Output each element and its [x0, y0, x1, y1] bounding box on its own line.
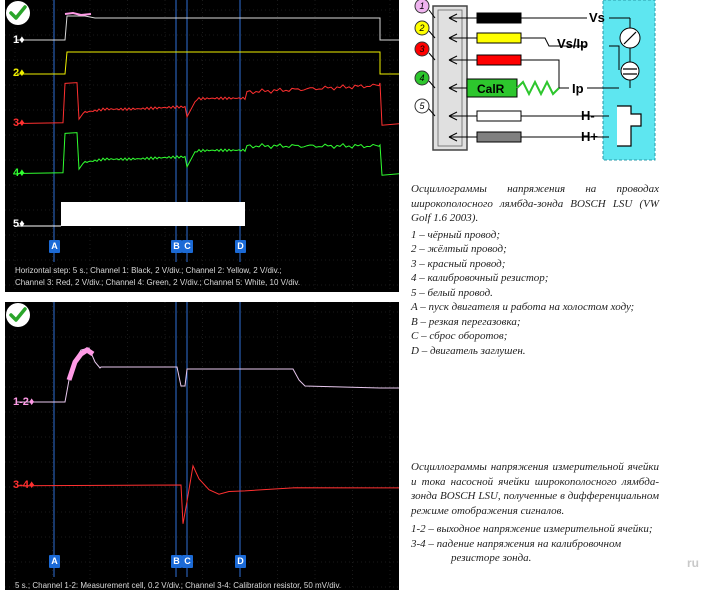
lambda-sensor-wiring-diagram: 1 2 3 4 5 CalR Vs Vs/Ip Ip H- [414, 0, 656, 161]
caption-1-item: C – сброс оборотов; [411, 330, 508, 342]
caption-1-item: B – резкая перегазовка; [411, 315, 521, 328]
trace-ch3-4 [16, 464, 399, 524]
trace-ch5-block [61, 202, 245, 226]
caption-2: Осциллограммы напряжения измерительной я… [411, 460, 659, 566]
caption-2-title: Осциллограммы напряжения измерительной я… [411, 461, 659, 517]
svg-text:5: 5 [419, 101, 425, 111]
oscilloscope-panel-1: 1♦ 2♦ 3♦ 4♦ 5♦ A B C D Horizontal step: … [5, 0, 399, 292]
pin-circles: 1 2 3 4 5 [414, 0, 430, 114]
marker-c: C [182, 555, 193, 568]
marker-a: A [49, 555, 60, 568]
scope1-traces [5, 0, 399, 292]
caption-1-item: 2 – жёлтый провод; [411, 243, 507, 255]
marker-c: C [182, 240, 193, 253]
svg-text:4: 4 [419, 73, 424, 83]
caption-1-item: 5 – белый провод. [411, 286, 493, 299]
marker-b: B [171, 555, 182, 568]
connector-block [432, 5, 468, 151]
trace-ch4 [16, 132, 399, 176]
wire-black [476, 12, 522, 24]
watermark: ru [687, 556, 699, 570]
caption-1-title: Осциллограммы напряжения на проводах шир… [411, 183, 659, 224]
svg-text:CalR: CalR [477, 82, 505, 96]
svg-text:H-: H- [581, 108, 595, 123]
capacitor-icon [620, 61, 640, 81]
trace-ch1-spike [64, 11, 92, 17]
scope2-traces [5, 302, 399, 590]
channel-1-2-label: 1-2♦ [13, 396, 35, 408]
wire-gray [476, 131, 522, 143]
marker-b: B [171, 240, 182, 253]
trace-ch1 [17, 15, 399, 41]
heater-icon [617, 105, 642, 147]
resistor-zigzag [516, 79, 560, 97]
wire-yellow [476, 32, 522, 44]
scope1-footer-line2: Channel 3: Red, 2 V/div.; Channel 4: Gre… [15, 278, 301, 287]
marker-d: D [235, 555, 246, 568]
channel-1-label: 1♦ [13, 34, 25, 46]
checkmark-icon [6, 303, 30, 327]
scope2-footer: 5 s.; Channel 1-2: Measurement cell, 0.2… [15, 581, 342, 590]
wire-red [476, 54, 522, 66]
marker-d: D [235, 240, 246, 253]
wire-white [476, 110, 522, 122]
caption-2-item: 3-4 – падение напряжения на калибровочно… [411, 537, 622, 565]
trace-ch2 [17, 51, 399, 75]
marker-a: A [49, 240, 60, 253]
scope1-footer-line1: Horizontal step: 5 s.; Channel 1: Black,… [15, 266, 282, 275]
caption-1-item: 4 – калибровочный резистор; [411, 272, 549, 284]
channel-3-4-label: 3-4♦ [13, 479, 35, 491]
channel-5-label: 5♦ [13, 218, 25, 230]
svg-text:H+: H+ [581, 129, 598, 144]
caption-1-item: D – двигатель заглушен. [411, 344, 526, 357]
channel-3-label: 3♦ [13, 117, 25, 129]
svg-text:Vs: Vs [589, 10, 605, 25]
svg-text:1: 1 [419, 1, 424, 11]
svg-text:Vs/Ip: Vs/Ip [557, 36, 588, 51]
svg-text:2: 2 [418, 23, 424, 33]
oscilloscope-panel-2: 1-2♦ 3-4♦ A B C D 5 s.; Channel 1-2: Mea… [5, 302, 399, 590]
channel-2-label: 2♦ [13, 67, 25, 79]
caption-1-item: 3 – красный провод; [411, 257, 506, 270]
channel-4-label: 4♦ [13, 167, 25, 179]
caption-1: Осциллограммы напряжения на проводах шир… [411, 182, 659, 358]
trace-ch1-2-spike [66, 346, 95, 381]
caption-1-item: A – пуск двигателя и работа на холостом … [411, 301, 635, 313]
svg-text:Ip: Ip [572, 81, 584, 96]
checkmark-icon [6, 1, 30, 25]
caption-1-item: 1 – чёрный провод; [411, 228, 500, 241]
trace-ch1-2 [17, 347, 399, 403]
caption-2-item: 1-2 – выходное напряжение измерительной … [411, 523, 653, 535]
svg-text:3: 3 [419, 44, 424, 54]
trace-ch3 [16, 82, 399, 126]
